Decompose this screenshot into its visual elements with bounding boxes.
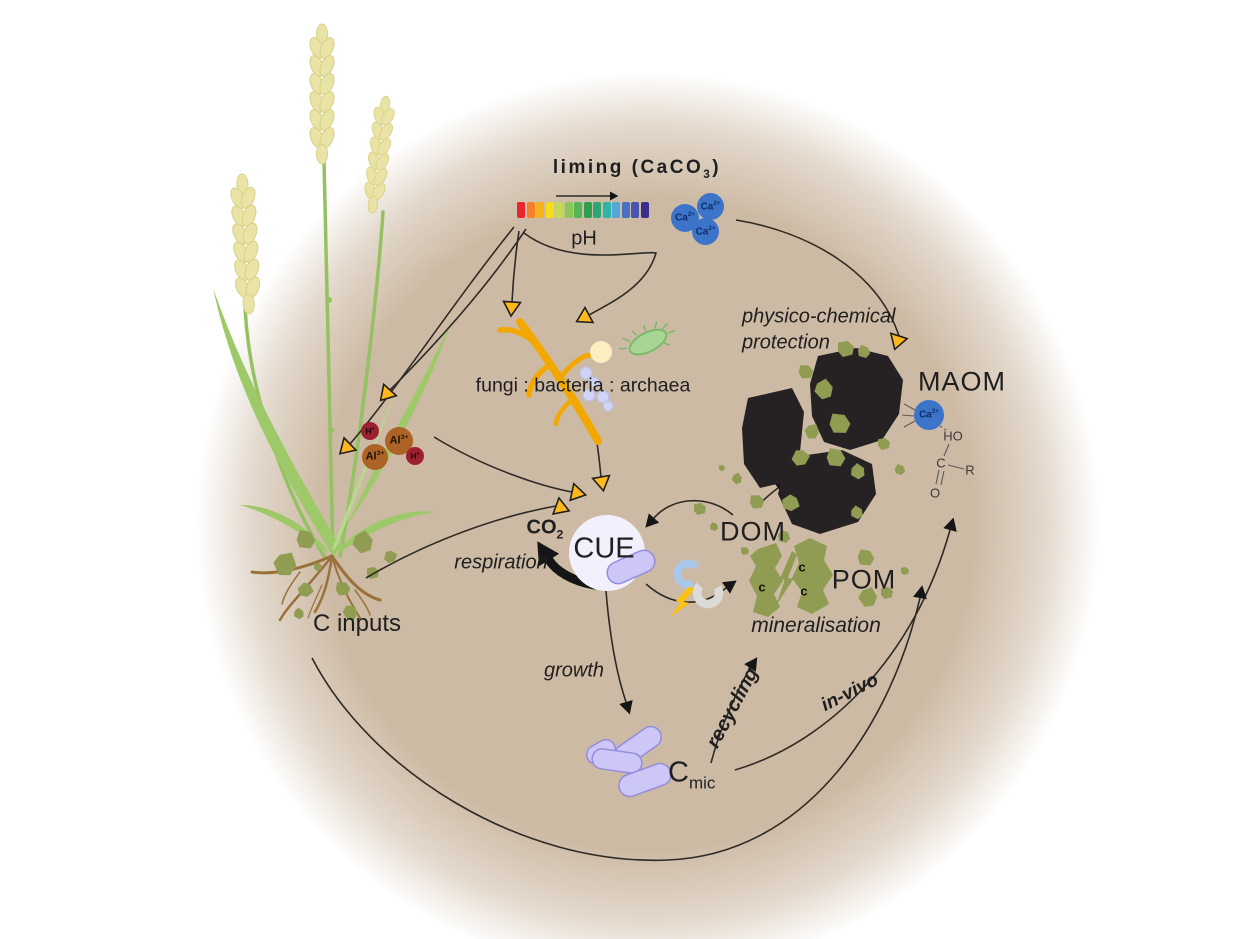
ph-label: pH [571,227,597,250]
dom-to-cue-line [653,499,734,519]
ph-square [640,202,649,218]
ca-ion-2: Ca2+ [697,193,724,220]
ph-square [583,202,592,218]
in-vivo-line [734,529,951,771]
carbon-atom-label: C [936,455,946,471]
h-ion-2: H+ [406,447,424,465]
ph-square [621,202,630,218]
ph-square [631,202,639,218]
ph-square [536,202,544,218]
ph-to-fungi-line [511,230,520,303]
pom-piece-left [749,543,783,617]
cinputs-to-pom-line [311,597,921,861]
dom-pom-organic-matter [694,465,909,617]
growth-label: growth [543,659,605,682]
cue-label: CUE [573,532,635,565]
ca-bridge-lines [901,403,916,428]
h-ion-1: H+ [361,422,379,440]
wheat-leaves [213,288,452,556]
ph-square [545,202,554,218]
cinputs-to-cue-line [365,505,557,579]
ph-to-bacteria-line [523,232,658,316]
ph-square [602,202,611,218]
r-group-label: R [965,462,975,478]
ph-to-acidity-line [389,228,527,391]
enzyme-blue-ring [673,559,703,589]
spore-circle [590,341,612,363]
ph-square [564,202,573,218]
co2-label: CO2 [526,516,564,542]
pom-label: POM [831,564,897,595]
protection-label-line2: protection [742,331,830,354]
cmic-label: Cmic [668,756,716,793]
microbes-ratio-label: fungi : bacteria : archaea [475,374,691,397]
cue-microbe-rod [606,549,656,585]
fungi-to-cue-line [596,442,602,478]
ph-scale [517,202,649,218]
ph-square [612,202,620,218]
soil-circle [196,72,1100,939]
c-inputs-label: C inputs [312,610,402,637]
ca-to-maom-line [735,219,900,337]
protection-label-line1: physico-chemical [742,305,896,328]
ph-square [555,202,563,218]
ph-square [526,202,535,218]
hydroxyl-label: HO [943,428,963,444]
dom-label: DOM [720,516,786,547]
ca-ion-3: Ca2+ [692,218,719,245]
enzyme-depolymerisation-icon [669,559,724,621]
recycling-line [710,667,751,764]
cmic-microbe-cluster [585,725,672,798]
wheat-plant-illustration [213,23,452,622]
flow-lines [311,195,951,861]
pom-carbon-2: c [798,559,806,575]
oxygen-atom-label: O [929,485,941,501]
ph-square [517,202,525,218]
ph-square [593,202,601,218]
liming-title: liming (CaCO3) [552,157,722,181]
respiration-label: respiration [454,551,548,574]
microbial-community-illustration [497,318,675,445]
cue-hub [569,515,656,591]
carboxyl-group-bonds [935,425,965,486]
acidity-to-cue-line [433,436,573,493]
pom-carbon-3: c [800,583,808,599]
growth-line [605,590,627,703]
al-ion-2: Al3+ [362,444,388,470]
plant-roots [250,554,382,622]
archaea-cells [579,366,614,412]
pom-carbon-1: c [758,579,766,595]
enzyme-grey-ring [692,577,724,609]
ph-square [574,202,582,218]
fungal-hyphae [497,318,602,445]
pom-piece-right [792,538,833,614]
maom-label: MAOM [918,366,1006,397]
mineralisation-label: mineralisation [751,614,881,637]
bacteria-cell [618,321,675,356]
ca-ion-maom: Ca2+ [914,400,944,430]
